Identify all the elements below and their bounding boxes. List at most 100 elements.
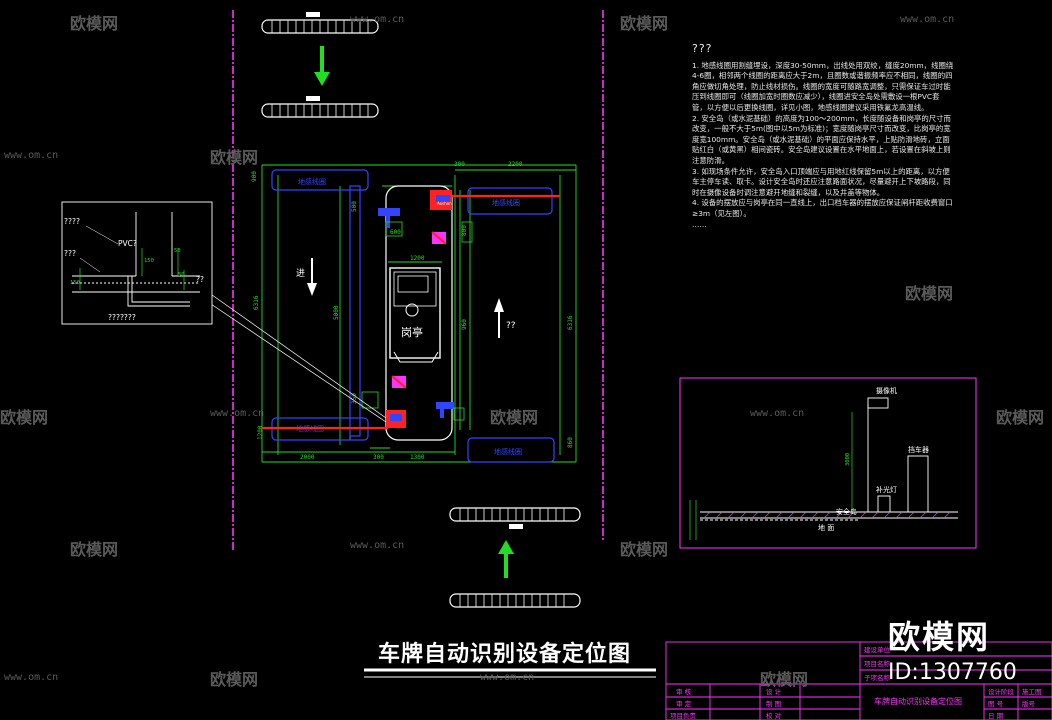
detail-left-text: ???? PVC? ??? ?? ???????: [64, 217, 204, 322]
detail-label-top: ????: [64, 217, 80, 226]
watermark-url: www.om.cn: [480, 672, 535, 683]
watermark-logo: 欧模网: [490, 408, 539, 427]
barrier-gate-top: [430, 190, 452, 210]
top-loop-coil-1: [261, 12, 379, 34]
tb-date: 日 期: [988, 712, 1004, 720]
dim-booth-width: 1200: [410, 255, 425, 262]
detail-label-mid: ???: [64, 249, 76, 258]
entry-arrow-label: 进: [296, 268, 305, 279]
note-item-4: 4. 设备的摆放应与岗亭在同一直线上，出口档车器的摆放应保证闸杆距收费窗口≥3m…: [692, 198, 953, 218]
detail-label-right: ??: [196, 275, 204, 284]
detail-dim-2: 150: [144, 258, 154, 264]
watermark-logo: 欧模网: [210, 148, 259, 167]
watermark-logo: 欧模网: [70, 14, 119, 33]
exit-arrow-label: ??: [506, 321, 516, 331]
bottom-loop-coil-1: [449, 507, 581, 529]
label-ground: 地 面: [818, 523, 834, 532]
barrier-gate-bottom: [386, 410, 406, 428]
dim-small-d: 350: [351, 393, 358, 404]
design-notes: ??? 1. 地感线圈用割缝埋设，深度30-50mm，出线处用双绞，缝度20mm…: [692, 42, 954, 230]
detail-left-drawing: [72, 212, 200, 307]
note-item-5: ……: [692, 219, 707, 229]
dim-bottom-right: 1300: [410, 454, 425, 461]
brand-logo-large: 欧模网: [888, 618, 991, 656]
booth: [389, 267, 441, 363]
detail-right-dims: [689, 412, 853, 540]
dim-bottom-mid: 300: [373, 454, 384, 461]
watermark-url: www.om.cn: [210, 408, 265, 419]
title-block-text: 审 核 设 计 审 定 制 图 项目负责 校 对 建设单位 项目名称 子项名称 …: [670, 645, 1042, 720]
watermark-url: www.om.cn: [350, 540, 405, 551]
dim-small-b: 600: [390, 229, 401, 236]
tb-stage-value: 施工图: [1022, 687, 1042, 696]
device-label-top: Aoshen: [437, 201, 452, 206]
brand-id: ID:1307760: [888, 660, 1017, 685]
tb-project: 项目名称: [864, 659, 891, 668]
title-underline: [364, 668, 656, 678]
entry-arrow-down: [307, 258, 317, 296]
detail-right-hatch: [703, 511, 951, 519]
detail-right-text: 摄像机 挡车器 补光灯 安全岛 地 面: [818, 386, 929, 532]
barrier-arms: [262, 194, 560, 430]
watermark-url: www.om.cn: [4, 672, 59, 683]
label-island: 安全岛: [836, 507, 857, 516]
tb-stage: 设计阶段: [988, 687, 1015, 696]
dim-small-f: 1200: [257, 425, 264, 440]
plan-loop-labels: 地感线圈 地感线圈 地感线圈 地感线圈: [296, 177, 522, 456]
detail-left-dim-text: 50 150 150 50: [70, 248, 185, 286]
note-item-2: 2. 安全岛（或水泥基础）的高度为100～200mm，长度随设备和岗亭的尺寸而改…: [692, 113, 951, 165]
tb-approve: 审 定: [676, 699, 692, 708]
note-item-3: 3. 如现场条件允许，安全岛入口顶端应与用地红线保留5m以上的距离，以方便车主停…: [692, 166, 951, 197]
loop-label-2: 地感线圈: [492, 198, 520, 207]
detail-dim-4: 50: [178, 272, 185, 278]
dim-top-mid: 300: [454, 161, 465, 168]
dim-small-e: 960: [461, 319, 468, 330]
plan-loop-areas: [271, 169, 555, 463]
bottom-loop-coil-2: [449, 593, 581, 608]
light-top: [431, 231, 447, 245]
watermark-logo: 欧模网: [760, 670, 809, 689]
loop-label-4: 地感线圈: [494, 447, 522, 456]
down-arrow-green-top: [314, 46, 330, 86]
watermark-logo: 欧模网: [996, 408, 1045, 427]
dim-small-a: 500: [351, 201, 358, 212]
safety-island: [385, 185, 453, 441]
exit-arrow-up: [494, 298, 504, 338]
plan-dimension-text: 900 300 2200 2000 300 1300 6316 6316 500…: [251, 161, 574, 461]
detail-label-bottom: ???????: [108, 313, 136, 322]
label-light: 补光灯: [876, 485, 897, 494]
detail-dim-3: 150: [70, 280, 80, 286]
detail-label-pvc: PVC?: [118, 239, 137, 248]
watermark-url: www.om.cn: [900, 14, 955, 25]
tb-client: 建设单位: [864, 645, 891, 654]
title-block: [665, 641, 1052, 720]
loop-label-1: 地感线圈: [298, 177, 326, 186]
watermark-logo: 欧模网: [70, 540, 119, 559]
tb-version: 版号: [1022, 699, 1036, 708]
light-bottom: [391, 375, 407, 389]
notes-heading: ???: [692, 42, 713, 55]
watermark-logo: 欧模网: [210, 670, 259, 689]
dim-bottom-left: 2000: [300, 454, 315, 461]
camera-top: [378, 208, 400, 228]
booth-label: 岗亭: [401, 325, 423, 339]
tb-draw: 制 图: [766, 699, 781, 708]
tb-drawing-no: 图 号: [988, 700, 1004, 708]
label-barrier: 挡车器: [908, 445, 929, 454]
tb-check: 校 对: [766, 711, 782, 720]
watermark-logo: 欧模网: [0, 408, 49, 427]
detail-left-dims: [79, 248, 185, 290]
up-arrow-green-bottom: [498, 540, 514, 578]
top-loop-coil-2: [261, 96, 379, 118]
tb-lead: 项目负责: [670, 711, 697, 720]
detail-right-height: 3000: [845, 453, 851, 466]
tb-review: 审 核: [676, 687, 692, 696]
tb-subproject: 子项名称: [864, 673, 891, 682]
dim-right-total: 6316: [567, 315, 574, 330]
dim-top-right: 2200: [508, 161, 523, 168]
watermark-logo: 欧模网: [620, 14, 669, 33]
detail-right-drawing: [700, 397, 958, 521]
detail-dim-1: 50: [174, 248, 181, 254]
detail-box-right: [679, 377, 977, 549]
